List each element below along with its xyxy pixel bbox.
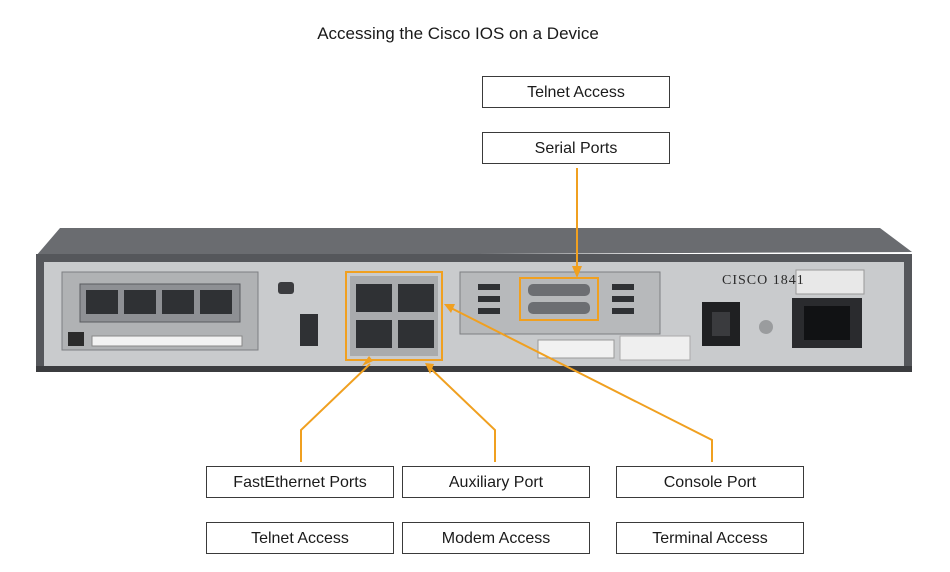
model-label: CISCO 1841 xyxy=(722,273,805,288)
console-port xyxy=(398,284,434,312)
serial-port-0 xyxy=(528,284,590,296)
callout-modem-access: Modem Access xyxy=(402,522,590,554)
chassis-top xyxy=(36,228,912,256)
serial-port-1 xyxy=(528,302,590,314)
auxiliary-port xyxy=(398,320,434,348)
fastethernet-port-1 xyxy=(356,320,392,348)
callout-serial-ports: Serial Ports xyxy=(482,132,670,164)
diagram-title: Accessing the Cisco IOS on a Device xyxy=(317,24,599,43)
switch-ports xyxy=(86,290,232,314)
callout-lines xyxy=(300,168,713,462)
fastethernet-port-0 xyxy=(356,284,392,312)
callout-fastethernet-ports: FastEthernet Ports xyxy=(206,466,394,498)
callout-terminal-access: Terminal Access xyxy=(616,522,804,554)
callout-serial-access: Telnet Access xyxy=(482,76,670,108)
callout-console-port: Console Port xyxy=(616,466,804,498)
port-highlight-box xyxy=(345,271,443,361)
usb-port xyxy=(300,314,318,346)
callout-auxiliary-port: Auxiliary Port xyxy=(402,466,590,498)
callout-fastethernet-access: Telnet Access xyxy=(206,522,394,554)
serial-highlight-box xyxy=(519,277,599,321)
